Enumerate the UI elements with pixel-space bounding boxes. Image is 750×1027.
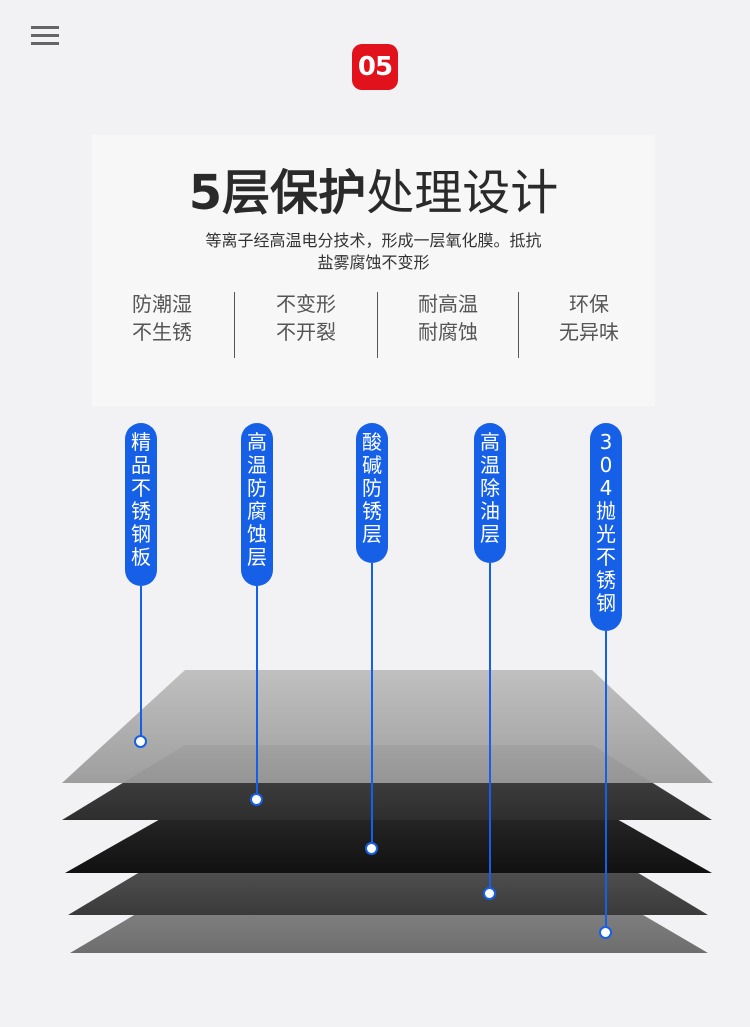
layer-3 bbox=[65, 805, 712, 873]
tag-character: 除 bbox=[480, 476, 500, 500]
feature-line-2: 不生锈 bbox=[132, 320, 192, 344]
layer-tag: 高温防腐蚀层 bbox=[241, 423, 273, 586]
section-number-badge: 05 bbox=[352, 44, 398, 90]
menu-icon[interactable] bbox=[31, 26, 59, 46]
tag-character: 0 bbox=[599, 453, 613, 477]
title-bold-part: 5层保护 bbox=[188, 165, 367, 221]
feature-divider bbox=[234, 292, 235, 358]
feature-item: 不变形 不开裂 bbox=[236, 290, 376, 346]
tag-character: 层 bbox=[247, 545, 267, 569]
tag-character: 不 bbox=[596, 545, 616, 569]
feature-line-1: 环保 bbox=[569, 292, 609, 316]
subtitle-line-1: 等离子经高温电分技术，形成一层氧化膜。抵抗 bbox=[205, 231, 542, 250]
tag-character: 锈 bbox=[596, 568, 616, 592]
tag-character: 层 bbox=[480, 522, 500, 546]
leader-dot bbox=[365, 842, 378, 855]
tag-character: 高 bbox=[480, 430, 500, 454]
tag-character: 4 bbox=[599, 476, 613, 500]
tag-character: 钢 bbox=[596, 591, 616, 615]
leader-dot bbox=[599, 926, 612, 939]
tag-character: 腐 bbox=[247, 499, 267, 523]
feature-item: 耐高温 耐腐蚀 bbox=[378, 290, 518, 346]
feature-line-1: 不变形 bbox=[276, 292, 336, 316]
tag-character: 温 bbox=[247, 453, 267, 477]
page-title: 5层保护处理设计 bbox=[92, 163, 655, 223]
tag-character: 防 bbox=[362, 476, 382, 500]
layer-1 bbox=[62, 670, 713, 783]
leader-dot bbox=[250, 793, 263, 806]
feature-item: 环保 无异味 bbox=[519, 290, 659, 346]
feature-line-2: 无异味 bbox=[559, 320, 619, 344]
tag-character: 碱 bbox=[362, 453, 382, 477]
tag-character: 锈 bbox=[131, 499, 151, 523]
title-light-part: 处理设计 bbox=[366, 165, 559, 221]
tag-character: 不 bbox=[131, 476, 151, 500]
feature-line-1: 耐高温 bbox=[418, 292, 478, 316]
tag-character: 温 bbox=[480, 453, 500, 477]
leader-line bbox=[256, 586, 258, 794]
subtitle-line-2: 盐雾腐蚀不变形 bbox=[317, 253, 430, 272]
info-card: 5层保护处理设计 等离子经高温电分技术，形成一层氧化膜。抵抗 盐雾腐蚀不变形 防… bbox=[92, 135, 655, 406]
leader-line bbox=[489, 563, 491, 888]
tag-character: 层 bbox=[362, 522, 382, 546]
feature-line-2: 耐腐蚀 bbox=[418, 320, 478, 344]
tag-character: 酸 bbox=[362, 430, 382, 454]
feature-divider bbox=[518, 292, 519, 358]
leader-dot bbox=[483, 887, 496, 900]
layer-tag: 高温除油层 bbox=[474, 423, 506, 563]
leader-line bbox=[140, 586, 142, 736]
tag-character: 高 bbox=[247, 430, 267, 454]
tag-character: 钢 bbox=[131, 522, 151, 546]
feature-divider bbox=[377, 292, 378, 358]
leader-line bbox=[605, 631, 607, 927]
tag-character: 蚀 bbox=[247, 522, 267, 546]
tag-character: 油 bbox=[480, 499, 500, 523]
tag-character: 精 bbox=[131, 430, 151, 454]
tag-character: 3 bbox=[599, 430, 613, 454]
leader-dot bbox=[134, 735, 147, 748]
subtitle: 等离子经高温电分技术，形成一层氧化膜。抵抗 盐雾腐蚀不变形 bbox=[162, 230, 585, 274]
tag-character: 锈 bbox=[362, 499, 382, 523]
leader-line bbox=[371, 563, 373, 842]
feature-list: 防潮湿 不生锈 不变形 不开裂 耐高温 耐腐蚀 环保 无异味 bbox=[92, 290, 655, 360]
tag-character: 板 bbox=[131, 545, 151, 569]
feature-line-2: 不开裂 bbox=[276, 320, 336, 344]
layer-tag: 酸碱防锈层 bbox=[356, 423, 388, 563]
tag-character: 品 bbox=[131, 453, 151, 477]
feature-line-1: 防潮湿 bbox=[132, 292, 192, 316]
layer-tag: 精品不锈钢板 bbox=[125, 423, 157, 586]
tag-character: 抛 bbox=[596, 499, 616, 523]
tag-character: 防 bbox=[247, 476, 267, 500]
feature-item: 防潮湿 不生锈 bbox=[92, 290, 232, 346]
tag-character: 光 bbox=[596, 522, 616, 546]
